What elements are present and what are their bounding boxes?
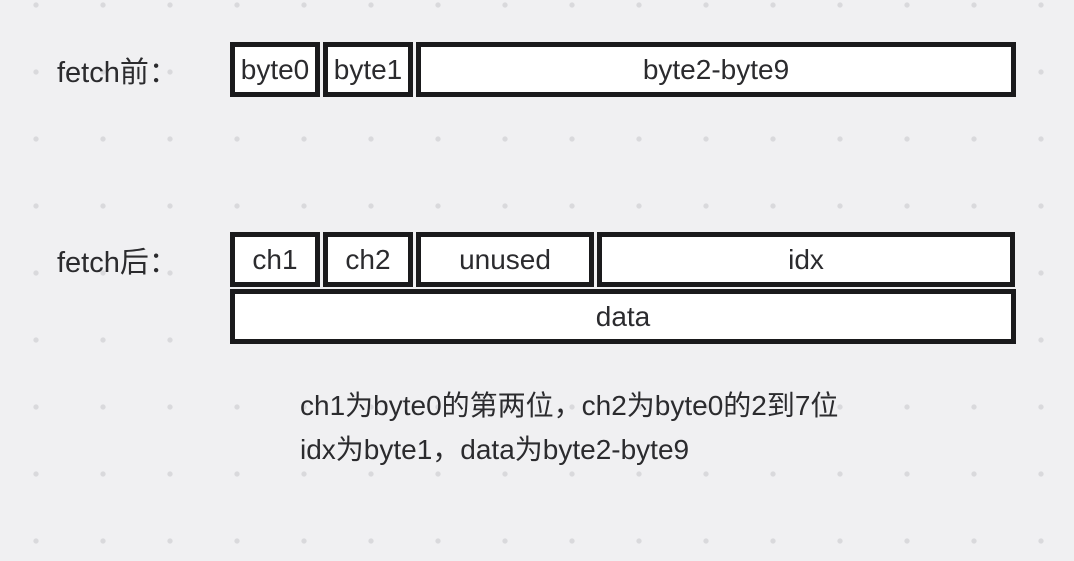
cell-byte1: byte1 bbox=[323, 42, 413, 97]
cell-byte2-byte9: byte2-byte9 bbox=[416, 42, 1016, 97]
after-fetch-label: fetch后： bbox=[57, 246, 178, 279]
before-fetch-label: fetch前： bbox=[57, 56, 178, 89]
note-line-2: idx为byte1，data为byte2-byte9 bbox=[300, 434, 690, 465]
after-fetch-cells-row2: data bbox=[230, 289, 1016, 344]
cell-data: data bbox=[230, 289, 1016, 344]
before-fetch-cells: byte0 byte1 byte2-byte9 bbox=[230, 42, 1016, 97]
cell-ch2: ch2 bbox=[323, 232, 413, 287]
cell-unused: unused bbox=[416, 232, 594, 287]
cell-idx: idx bbox=[597, 232, 1015, 287]
note-line-1: ch1为byte0的第两位，ch2为byte0的2到7位 bbox=[300, 390, 839, 421]
cell-ch1: ch1 bbox=[230, 232, 320, 287]
cell-byte0: byte0 bbox=[230, 42, 320, 97]
after-fetch-cells-row1: ch1 ch2 unused idx bbox=[230, 232, 1015, 287]
explanation-note: ch1为byte0的第两位，ch2为byte0的2到7位 idx为byte1，d… bbox=[300, 384, 838, 472]
